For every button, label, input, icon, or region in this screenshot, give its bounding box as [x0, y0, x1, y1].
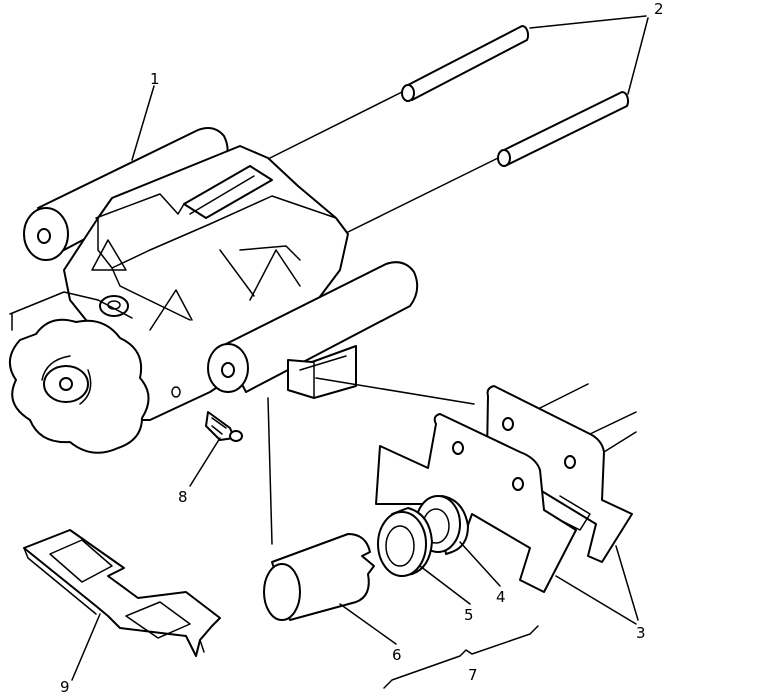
callout-4: 4 — [496, 588, 506, 606]
callout-6: 6 — [392, 646, 402, 664]
group-bracket-7 — [383, 625, 539, 689]
leader-6 — [339, 603, 397, 645]
housing-plate-guide-line — [315, 377, 475, 405]
leader-9 — [71, 613, 101, 681]
grease-fitting — [205, 411, 243, 442]
main-housing — [9, 127, 419, 454]
clip — [23, 529, 221, 657]
leader-2b — [627, 17, 649, 95]
leader-5 — [419, 565, 471, 605]
leader-1 — [131, 85, 155, 161]
pin-lower — [497, 90, 630, 167]
callout-7: 7 — [468, 666, 478, 684]
callout-9: 9 — [60, 678, 70, 693]
callout-5: 5 — [464, 606, 474, 624]
leader-2a — [529, 15, 647, 29]
leader-3b — [615, 545, 639, 621]
callout-8: 8 — [178, 488, 188, 506]
leader-4 — [459, 541, 501, 587]
leader-8 — [189, 437, 221, 487]
callout-1: 1 — [150, 70, 160, 88]
ring — [377, 507, 433, 577]
callout-3: 3 — [636, 624, 646, 642]
pin-lower-axis-line — [347, 157, 499, 233]
leader-3a — [555, 575, 637, 625]
callout-2: 2 — [654, 0, 664, 18]
cylinder — [263, 533, 375, 621]
vertical-guide-line — [267, 397, 273, 545]
pin-upper — [401, 24, 530, 102]
pin-upper-axis-line — [269, 91, 403, 159]
